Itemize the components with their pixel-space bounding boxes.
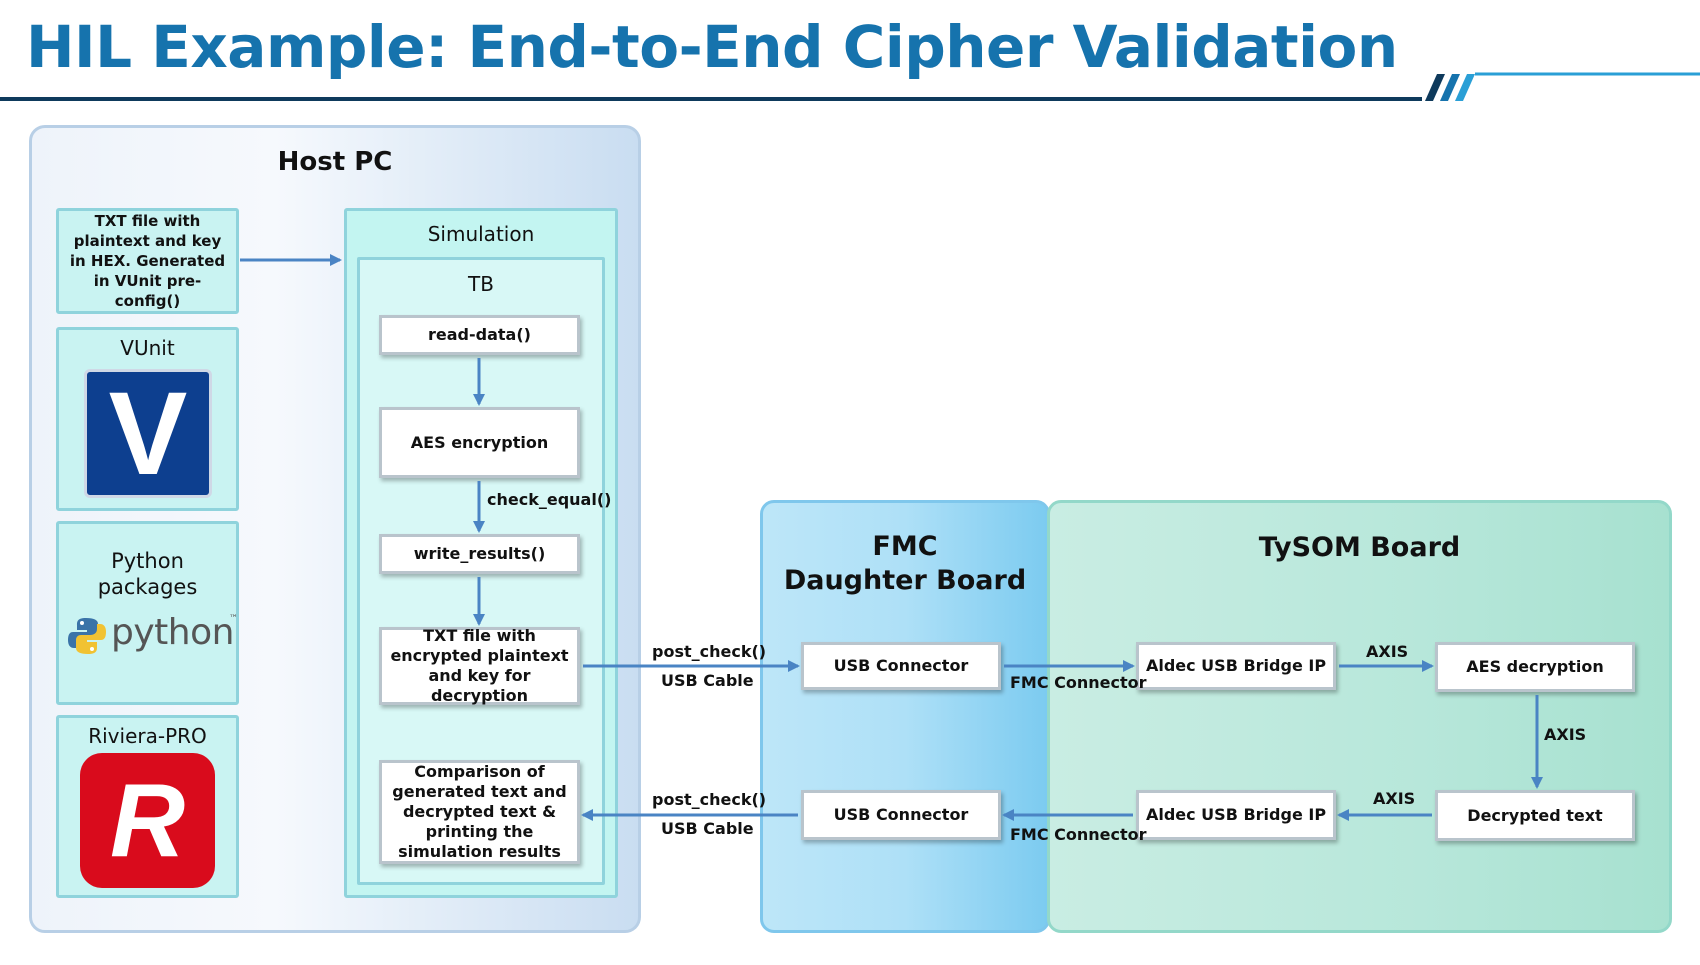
aes-decryption-node: AES decryption	[1435, 642, 1635, 692]
rule-slash-2	[1440, 74, 1460, 101]
post-check-top-label: post_check()	[652, 642, 767, 661]
fmc-board-title: FMC Daughter Board	[760, 530, 1050, 598]
txt-plaintext-box: TXT file with plaintext and key in HEX. …	[56, 208, 239, 314]
usb-connector-top: USB Connector	[801, 642, 1001, 690]
tysom-board-title: TySOM Board	[1258, 532, 1461, 563]
txt-encrypted-node: TXT file with encrypted plaintext and ke…	[379, 626, 580, 705]
python-logo: python ™	[67, 612, 238, 658]
riviera-label: Riviera-PRO	[88, 724, 207, 748]
axis-top-label: AXIS	[1366, 642, 1409, 661]
simulation-title: Simulation	[427, 222, 535, 246]
vunit-box: VUnit V	[56, 327, 239, 511]
comparison-node: Comparison of generated text and decrypt…	[379, 760, 580, 864]
tb-title: TB	[468, 272, 494, 296]
decrypted-text-node: Decrypted text	[1435, 790, 1635, 841]
usb-connector-bottom: USB Connector	[801, 790, 1001, 840]
riviera-logo-letter: R	[109, 762, 186, 879]
fmc-board-panel	[760, 500, 1050, 933]
rule-slash-1	[1425, 74, 1445, 101]
post-check-bottom-label: post_check()	[652, 790, 767, 809]
axis-bottom-label: AXIS	[1373, 789, 1416, 808]
python-box: Python packages python ™	[56, 521, 239, 705]
fmc-connector-top-label: FMC Connector	[1010, 673, 1147, 692]
fmc-title-line1: FMC	[872, 531, 938, 562]
axis-right-label: AXIS	[1544, 725, 1587, 744]
vunit-label: VUnit	[120, 336, 175, 360]
txt-plaintext-text: TXT file with plaintext and key in HEX. …	[69, 212, 226, 310]
fmc-connector-bottom-label: FMC Connector	[1010, 825, 1147, 844]
read-data-node: read-data()	[379, 315, 580, 355]
vunit-logo-icon: V	[84, 369, 212, 498]
usb-bridge-top: Aldec USB Bridge IP	[1136, 642, 1336, 690]
python-logo-text: python	[111, 612, 234, 653]
aes-encryption-node: AES encryption	[379, 407, 580, 478]
vunit-logo-letter: V	[108, 367, 188, 500]
riviera-box: Riviera-PRO R	[56, 715, 239, 898]
python-label: Python packages	[97, 549, 198, 599]
python-logo-icon	[68, 618, 106, 654]
usb-cable-top-label: USB Cable	[661, 671, 754, 690]
tysom-board-panel	[1047, 500, 1672, 933]
write-results-node: write_results()	[379, 534, 580, 574]
fmc-title-line2: Daughter Board	[783, 565, 1027, 596]
check-equal-label: check_equal()	[487, 490, 612, 509]
usb-bridge-bottom: Aldec USB Bridge IP	[1136, 790, 1336, 840]
host-pc-title: Host PC	[277, 147, 393, 177]
rule-slash-3	[1455, 74, 1475, 101]
python-logo-tm: ™	[229, 614, 238, 624]
slide-title: HIL Example: End-to-End Cipher Validatio…	[26, 13, 1398, 81]
riviera-logo-icon: R	[80, 753, 215, 888]
usb-cable-bottom-label: USB Cable	[661, 819, 754, 838]
